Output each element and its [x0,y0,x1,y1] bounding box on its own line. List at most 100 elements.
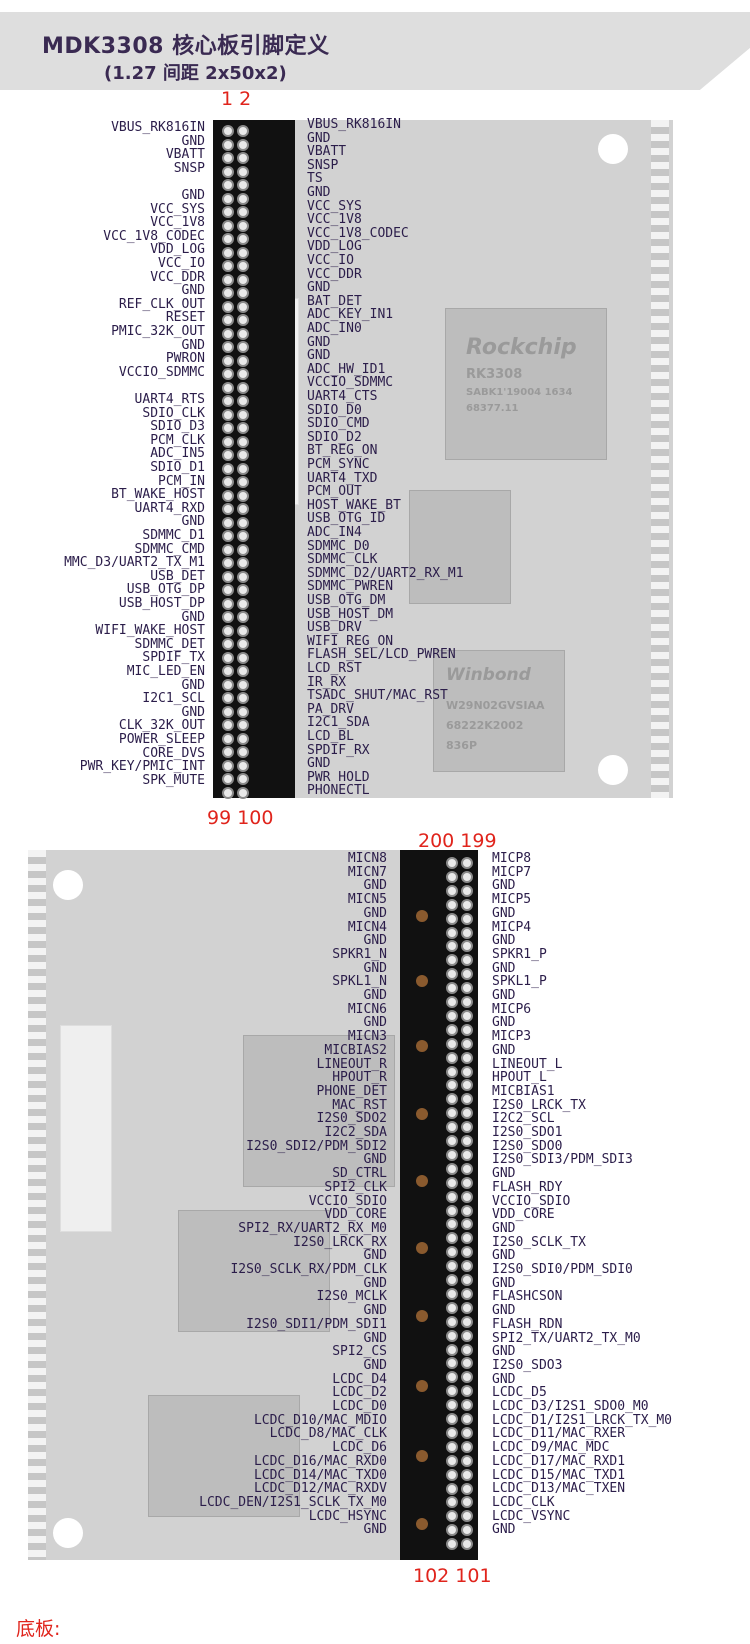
pin-label: SDMMC_CLK [307,552,378,568]
pin-label: LCDC_VSYNC [492,1508,571,1524]
header-pin [237,206,249,218]
pin-label: SNSP [173,160,205,176]
header-pin [222,165,234,178]
pin-label: SPKL1_N [332,974,387,990]
top-header-last-pins: 99 100 [207,807,274,829]
pin-label: PWR HOLD [307,769,370,785]
header-pin [237,327,249,340]
pin-label: POWER_SLEEP [118,732,205,747]
pin-label: LCDC_D3/I2S1_SDO0_M0 [492,1399,649,1414]
pin-label: GND [307,756,331,772]
pin-label: ADC_IN4 [307,525,362,540]
banner-shape [0,12,750,90]
pin-label: VCC_DDR [150,269,205,285]
header-pin [446,1301,458,1314]
pin-label: SPKR1_N [332,946,387,962]
pin-label: PWR_KEY/PMIC_INT [79,759,205,775]
mounting-hole [598,134,628,164]
pin-label: GND [363,988,387,1003]
pin-label: GND [492,1303,516,1319]
header-pin [222,233,234,245]
header-pin [222,584,234,596]
pin-label: USB_OTG_ID [307,511,386,527]
header-pin [237,435,249,448]
header-pin [446,1246,458,1259]
copper-pad [416,1242,428,1254]
pin-label: BT_WAKE_HOST [111,487,205,503]
header-pin [446,926,458,939]
pin-label: USB_HOST_DP [118,596,205,611]
title-banner: MDK3308 核心板引脚定义 (1.27 间距 2x50x2) [0,12,750,90]
pin-label: I2S0_SDI2/PDM_SDI2 [246,1138,387,1154]
header-pin [222,219,234,232]
top-header-first-pins: 1 2 [221,88,252,110]
pin-label: LCDC_CLK [492,1494,555,1510]
pin-label: LCDC_D4 [332,1371,387,1387]
pin-label: GND [492,960,516,976]
pin-label: MICN4 [347,919,387,935]
header-pin [461,1343,473,1356]
pin-label: SD_CTRL [332,1166,387,1182]
header-pin [446,870,458,883]
header-pin [461,1468,473,1481]
pin-label: I2S0_SDI0/PDM_SDI0 [492,1262,633,1277]
header-pin [222,260,234,272]
header-pin [237,503,249,515]
pin-label: VBUS_RK816IN [307,117,401,132]
header-pin [446,1065,458,1078]
pin-label: GND [363,905,387,921]
pin-label: LCDC_D15/MAC_TXD1 [492,1467,626,1483]
header-pin [222,611,234,623]
pin-label: GND [363,1248,387,1264]
header-pin [222,705,234,718]
flash-lot: 836P [446,739,478,752]
header-pin [446,1162,458,1175]
header-pin [446,1232,458,1245]
header-pin [446,1093,458,1106]
base-flash-chip [148,1395,300,1517]
header-pin [461,1426,473,1439]
header-pin [461,1051,473,1064]
pin-label: GND [492,1220,516,1236]
header-pin [461,1454,473,1467]
pin-label: MICP3 [492,1029,532,1045]
header-pin [237,125,249,137]
header-pin [222,152,234,164]
header-pin [222,327,234,340]
header-pin [461,1246,473,1259]
header-pin [237,786,249,799]
header-pin [222,530,234,542]
pin-label: GND [307,280,331,296]
pin-label: I2S0_LRCK_TX [492,1097,586,1113]
pin-label: USB_HOST_DM [307,606,394,622]
header-pin [461,1371,473,1384]
header-pin [461,1190,473,1203]
pin-label: SPI2_TX/UART2_TX_M0 [492,1330,641,1346]
copper-pad [416,1380,428,1392]
header-pin [222,557,234,569]
pin-label: GND [307,130,331,146]
header-pin [237,530,249,542]
header-pin [237,179,249,191]
copper-pad [416,1310,428,1322]
pin-label: VCCIO_SDMMC [118,364,205,380]
header-pin [446,1496,458,1509]
flash-chip: Winbond W29N02GVSIAA 68222K2002 836P [433,650,565,772]
pin-label: SDIO_CMD [307,416,370,432]
pin-label: SDMMC_PWREN [307,579,394,595]
pin-label: GND [492,878,516,894]
header-pin [446,1287,458,1300]
header-pin [222,354,234,367]
header-pin [461,1093,473,1106]
header-pin [237,719,249,731]
pin-label: VCC_IO [158,256,205,271]
header-pin [237,368,249,380]
pin-label: BAT_DET [307,293,362,309]
ddr-chip [409,490,511,604]
copper-pad [416,910,428,922]
pin-label: LCDC_D1/I2S1_LRCK_TX_M0 [492,1412,673,1428]
mounting-hole [53,1518,83,1548]
header-pin [446,968,458,981]
header-pin [237,692,249,704]
pin-label: FLASH_RDY [492,1179,563,1195]
